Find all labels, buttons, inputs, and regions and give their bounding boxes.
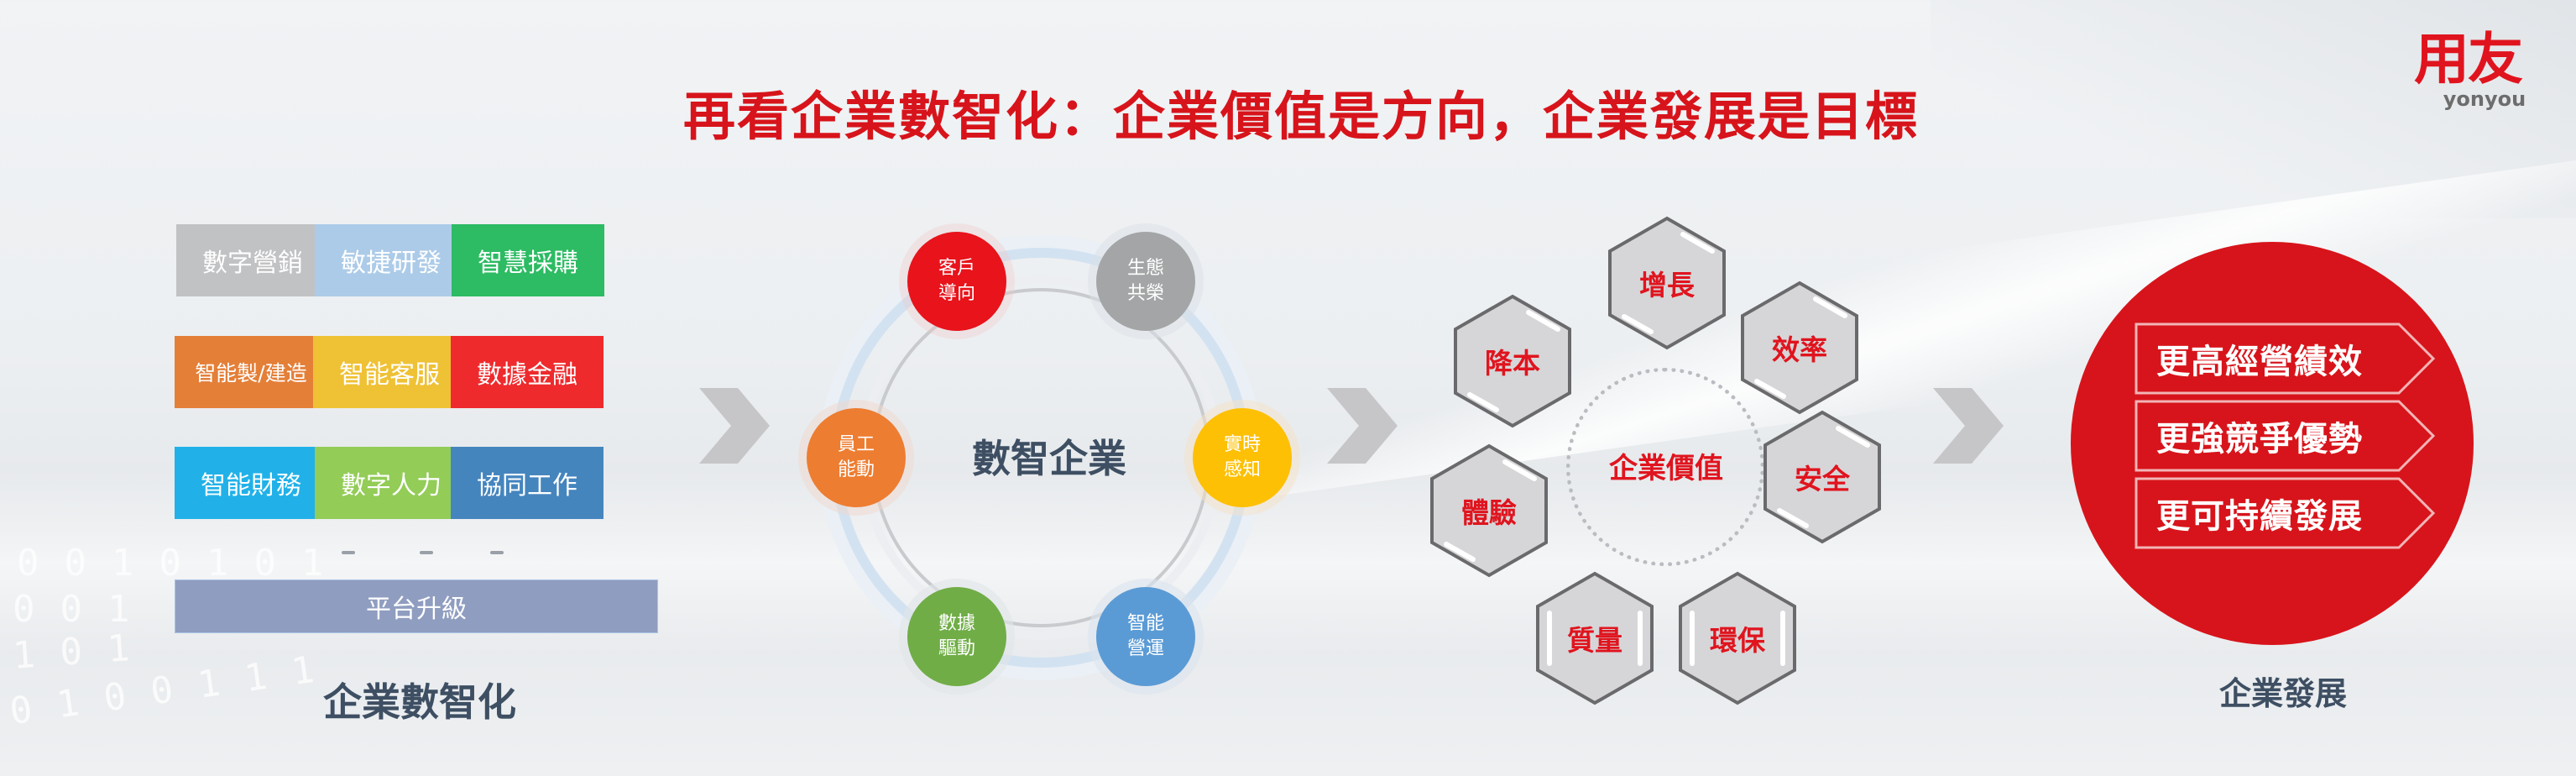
node-line1: 生態: [1126, 258, 1164, 279]
hex-quality: 質量: [1535, 571, 1654, 705]
tile-label: 智慧採購: [478, 249, 578, 278]
hex-label: 質量: [1567, 624, 1622, 657]
chevron-right-icon: [699, 388, 770, 464]
digital-enterprise-title: 數智企業: [972, 436, 1126, 481]
tile-label: 協同工作: [477, 471, 577, 501]
tile-collaboration: 協同工作: [451, 447, 604, 519]
development-item-competitiveness: 更強競爭優勢: [2134, 400, 2437, 472]
hex-label: 環保: [1710, 624, 1765, 657]
ellipsis-dots: [490, 551, 504, 554]
tile-data-finance: 數據金融: [451, 336, 604, 408]
chevron-right-icon: [1933, 388, 2004, 464]
node-line2: 共榮: [1126, 283, 1164, 304]
hex-efficiency: 效率: [1740, 281, 1859, 415]
hex-environment: 環保: [1678, 571, 1797, 705]
development-item-performance: 更高經營績效: [2134, 322, 2437, 395]
tile-digital-hr: 數字人力: [315, 447, 468, 519]
tile-label: 智能製/建造: [195, 361, 307, 385]
tile-label: 數字人力: [341, 471, 442, 501]
tile-agile-rd: 敏捷研發: [315, 224, 468, 296]
background-binary-digits: 101: [11, 625, 157, 678]
hexagon-icon: [1679, 571, 1796, 705]
node-realtime-sensing: 實時感知: [1193, 408, 1292, 507]
hex-label: 增長: [1639, 269, 1695, 301]
arrow-tag-icon: [2134, 322, 2436, 395]
arrow-tag-icon: [2134, 400, 2436, 472]
value-dotted-circle: [1566, 368, 1764, 566]
hex-label: 效率: [1772, 333, 1827, 366]
tile-smart-procurement: 智慧採購: [452, 224, 604, 296]
tile-smart-accounting: 智能財務: [175, 447, 327, 519]
hexagon-icon: [1741, 281, 1858, 415]
hex-label: 安全: [1795, 463, 1850, 495]
development-item-sustainability: 更可持續發展: [2134, 477, 2437, 549]
section-label-digitalization: 企業數智化: [323, 679, 516, 725]
tile-label: 敏捷研發: [341, 249, 442, 278]
enterprise-value-title: 企業價值: [1609, 452, 1723, 485]
hex-safety: 安全: [1763, 410, 1882, 544]
section-label-development: 企業發展: [2218, 675, 2347, 712]
node-data-driven: 數據驅動: [907, 587, 1006, 686]
ellipsis-dots: [342, 551, 355, 554]
background-binary-digits: 0010101: [17, 542, 349, 585]
development-item-label: 更強競爭優勢: [2156, 420, 2363, 459]
node-line2: 營運: [1126, 638, 1164, 659]
platform-upgrade-bar: 平台升級: [175, 579, 658, 633]
hexagon-icon: [1608, 216, 1726, 350]
node-line1: 數據: [938, 613, 975, 634]
arrow-tag-icon: [2134, 477, 2436, 549]
hexagon-icon: [1536, 571, 1654, 705]
background-binary-digits: 001: [13, 588, 155, 631]
slide-title: 再看企業數智化：企業價值是方向，企業發展是目標: [682, 86, 1919, 147]
hexagon-icon: [1454, 294, 1571, 428]
node-smart-operations: 智能營運: [1096, 587, 1195, 686]
hex-cost-reduction: 降本: [1453, 294, 1572, 428]
development-red-circle: [2071, 242, 2474, 645]
logo-english: yonyou: [2443, 87, 2526, 111]
logo-chinese: 用友: [2414, 27, 2523, 92]
node-employee-empowerment: 員工能動: [807, 408, 906, 507]
node-ecosystem: 生態共榮: [1096, 232, 1195, 331]
node-line1: 客戶: [938, 258, 975, 279]
hex-label: 體驗: [1461, 496, 1517, 529]
yonyou-logo: 用友 yonyou: [2384, 27, 2552, 111]
hex-label: 降本: [1485, 347, 1540, 380]
hex-experience: 體驗: [1429, 443, 1549, 578]
hexagon-icon: [1430, 443, 1548, 578]
chevron-right-icon: [1327, 388, 1398, 464]
node-line1: 員工: [837, 434, 875, 455]
node-line2: 感知: [1223, 459, 1261, 480]
node-line2: 導向: [938, 283, 975, 304]
tile-label: 智能財務: [201, 471, 301, 501]
tile-digital-marketing: 數字營銷: [176, 224, 329, 296]
tile-label: 數據金融: [477, 360, 577, 390]
development-item-label: 更可持續發展: [2156, 497, 2363, 536]
node-line2: 驅動: [938, 638, 975, 659]
node-line2: 能動: [837, 459, 875, 480]
node-line1: 實時: [1223, 434, 1261, 455]
tile-label: 智能客服: [339, 360, 440, 390]
development-item-label: 更高經營績效: [2156, 343, 2363, 381]
hex-growth: 增長: [1607, 216, 1727, 350]
tile-smart-customer-service: 智能客服: [313, 336, 466, 408]
ellipsis-dots: [420, 551, 433, 554]
platform-label: 平台升級: [366, 595, 467, 624]
node-line1: 智能: [1126, 613, 1164, 634]
tile-smart-manufacturing: 智能製/建造: [175, 336, 327, 408]
tile-label: 數字營銷: [202, 249, 303, 278]
hexagon-icon: [1763, 410, 1881, 544]
node-customer-oriented: 客戶導向: [907, 232, 1006, 331]
